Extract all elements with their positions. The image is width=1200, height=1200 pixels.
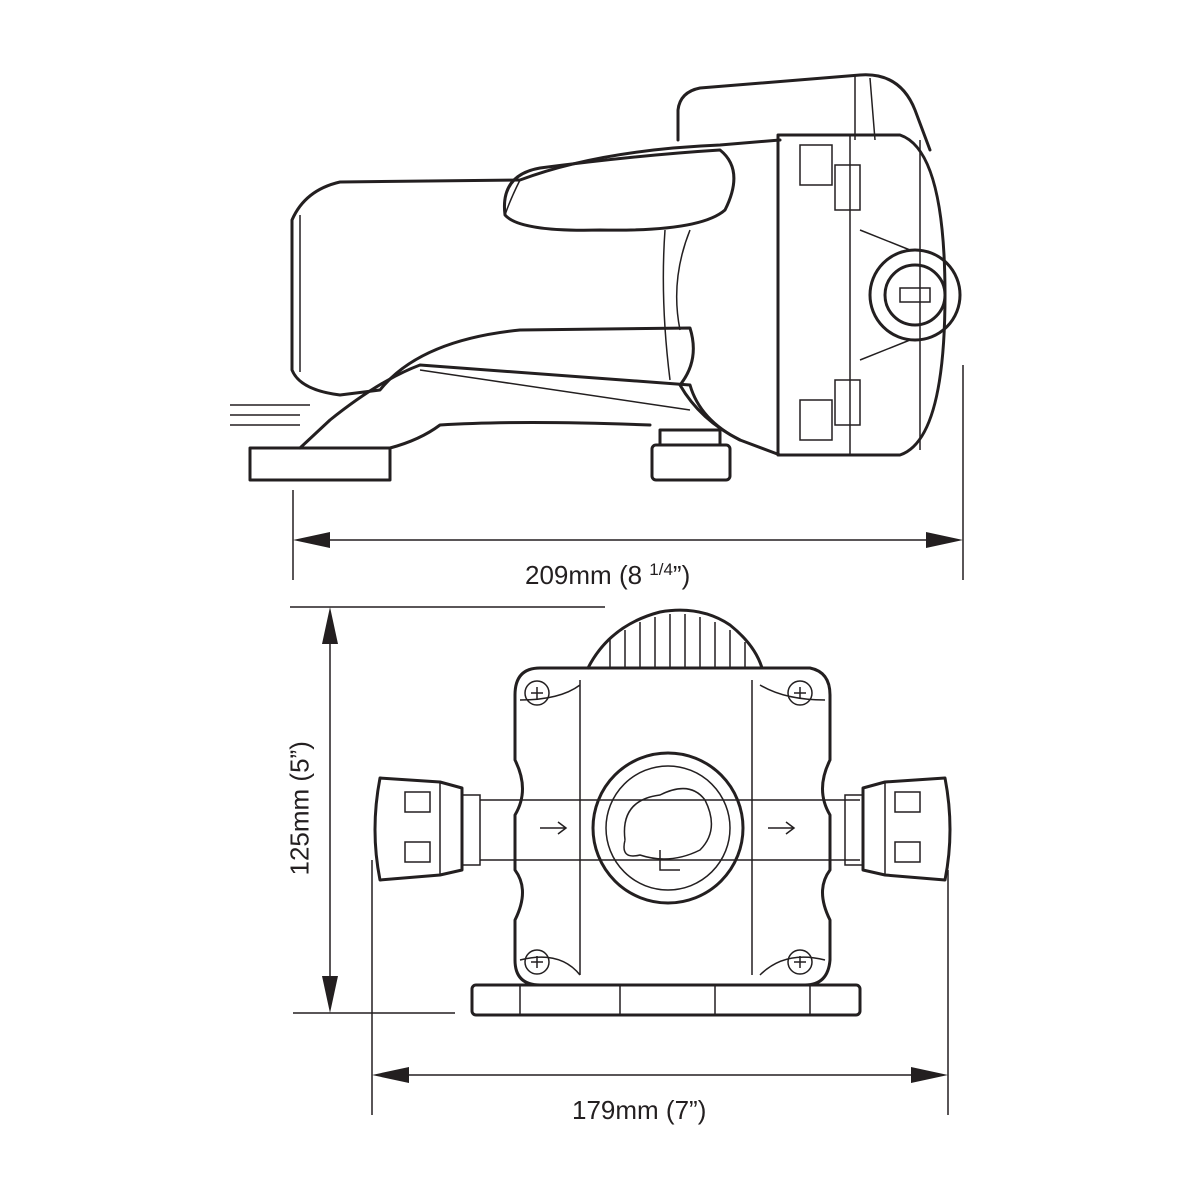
front-body: [513, 666, 832, 987]
inlet-port: [373, 776, 464, 882]
motor-body: [290, 138, 782, 457]
width-dimension-label: 179mm (7”): [572, 1095, 707, 1125]
length-imperial-whole: (8: [618, 560, 650, 590]
length-imperial-fraction: 1/4: [649, 560, 673, 579]
length-metric: 209mm: [525, 560, 612, 590]
logo-mark: [623, 787, 713, 871]
screw-top-right: [787, 680, 813, 706]
front-view: [373, 608, 952, 1017]
side-view: [230, 73, 962, 482]
height-dimension-label: 125mm (5”): [284, 741, 315, 876]
base-foot: [248, 446, 392, 482]
screw-bottom-left: [524, 949, 550, 975]
logo-ring: [591, 751, 745, 905]
side-port: [868, 248, 962, 342]
ribbed-dome: [586, 608, 764, 670]
length-dimension-label: 209mm (8 1/4”): [525, 560, 690, 591]
length-imperial-close: ”): [672, 560, 691, 590]
screw-top-left: [524, 680, 550, 706]
outlet-port: [861, 776, 952, 882]
flow-arrow-right: [768, 821, 796, 835]
top-cap: [676, 73, 932, 152]
motor-base-curve: [298, 363, 742, 450]
dimension-lines: [290, 365, 964, 1115]
front-base-plate: [470, 983, 862, 1017]
flow-arrow-left: [540, 821, 568, 835]
bottom-port: [650, 443, 732, 482]
screw-bottom-right: [787, 949, 813, 975]
motor-handle: [502, 148, 736, 232]
